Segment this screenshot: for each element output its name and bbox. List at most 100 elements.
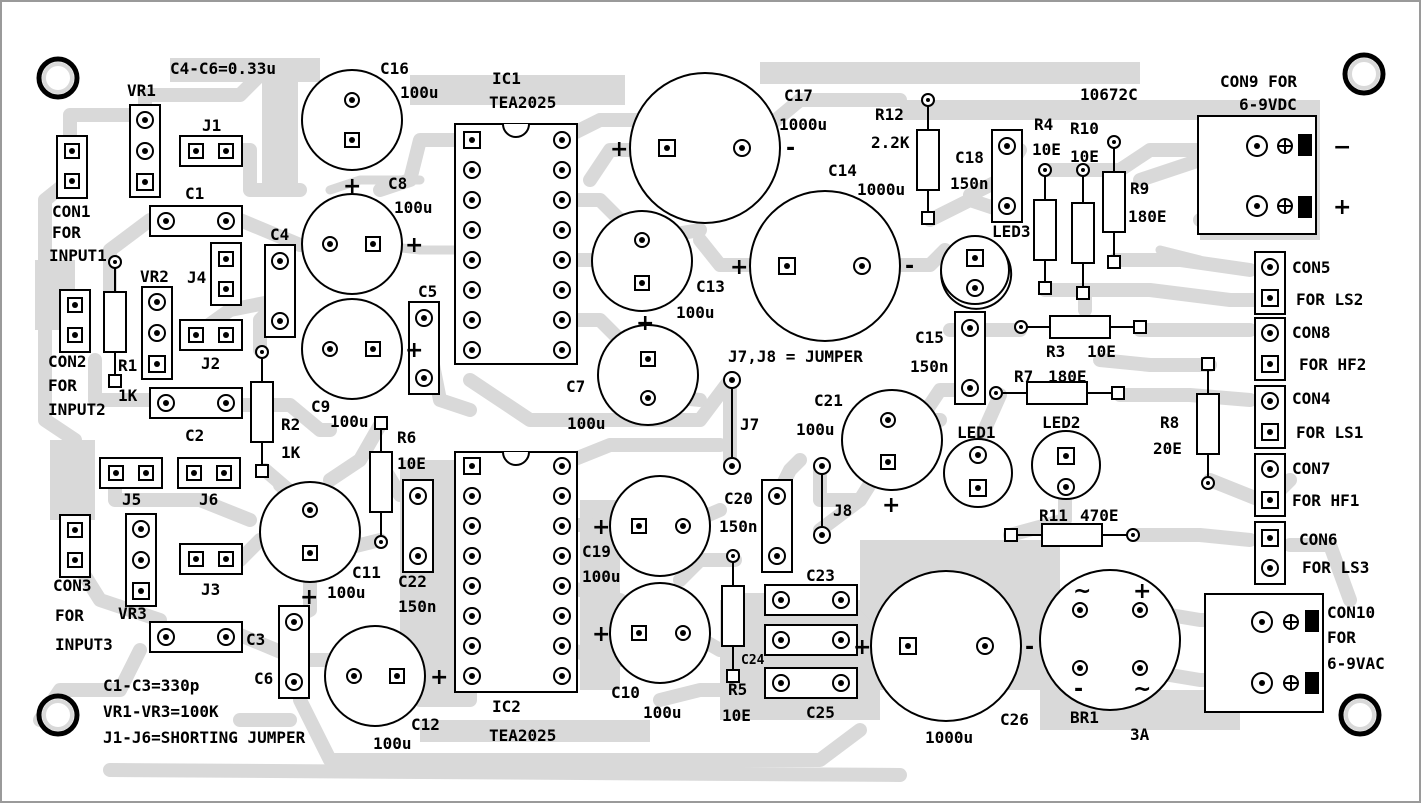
capacitor-c20 xyxy=(761,479,793,573)
jumper-j3 xyxy=(179,543,243,575)
mounting-hole-tr xyxy=(1342,52,1386,96)
capacitor-c19 xyxy=(609,475,711,577)
preset-vr3 xyxy=(125,513,157,607)
r8-ref: R8 xyxy=(1160,413,1179,432)
polarity-minus-c17: - xyxy=(786,136,795,161)
polarity-plus-c11: + xyxy=(300,585,318,610)
polarity-plus-c8: + xyxy=(405,233,423,258)
r5-ref: R5 xyxy=(728,680,747,699)
connector-con1 xyxy=(56,135,88,199)
capacitor-c2 xyxy=(149,387,243,419)
ic2-pin-hole xyxy=(559,643,565,649)
r9-value: 180E xyxy=(1128,207,1167,226)
r1-ref: R1 xyxy=(118,356,137,375)
ic1-pin-hole xyxy=(469,197,475,203)
r8-value: 20E xyxy=(1153,439,1182,458)
connector-con7 xyxy=(1254,453,1286,517)
j7-ref: J7 xyxy=(740,415,759,434)
mounting-hole-br xyxy=(1338,693,1382,737)
c2-ref: C2 xyxy=(185,426,204,445)
ic2-pin-hole xyxy=(469,643,475,649)
br1-ac-symbol-2: ~ xyxy=(1133,677,1151,702)
connector-con6 xyxy=(1254,521,1286,585)
con7-desc: FOR HF1 xyxy=(1292,491,1359,510)
ic1-pin-hole xyxy=(469,287,475,293)
ic2-pin-hole xyxy=(469,463,475,469)
note-vr1-vr3: VR1-VR3=100K xyxy=(103,702,219,721)
ic2-ref: IC2 xyxy=(492,697,521,716)
vr3-ref: VR3 xyxy=(118,604,147,623)
br1-ac-symbol-1: ~ xyxy=(1073,579,1091,604)
con8-ref: CON8 xyxy=(1292,323,1331,342)
polarity-plus-c17: + xyxy=(610,137,628,162)
c19-value: 100u xyxy=(582,567,621,586)
bridge-rectifier-br1 xyxy=(1039,569,1181,711)
c3-ref: C3 xyxy=(246,630,265,649)
jumper-j2 xyxy=(179,319,243,351)
mounting-hole-bl xyxy=(36,693,80,737)
connector-con5 xyxy=(1254,251,1286,315)
jumper-j8 xyxy=(813,457,831,544)
capacitor-c16 xyxy=(301,69,403,171)
ic1-pin-hole xyxy=(559,347,565,353)
ic1-pin-hole xyxy=(469,257,475,263)
br1-ref: BR1 xyxy=(1070,708,1099,727)
con1-ref: CON1 xyxy=(52,202,91,221)
c19-ref: C19 xyxy=(582,542,611,561)
ic2-pin-hole xyxy=(469,493,475,499)
ic1-pin-hole xyxy=(559,287,565,293)
capacitor-c21 xyxy=(841,389,943,491)
resistor-r1 xyxy=(103,255,127,388)
j3-ref: J3 xyxy=(201,580,220,599)
c22-value: 150n xyxy=(398,597,437,616)
c21-value: 100u xyxy=(796,420,835,439)
c25-ref: C25 xyxy=(806,703,835,722)
ic2-pin-hole xyxy=(559,523,565,529)
r6-value: 10E xyxy=(397,454,426,473)
polarity-plus-c21: + xyxy=(882,493,900,518)
r7-ref: R7 xyxy=(1014,367,1033,386)
con2-line1: FOR xyxy=(48,376,77,395)
ic1-pin-hole xyxy=(469,137,475,143)
r3-ref: R3 xyxy=(1046,342,1065,361)
capacitor-c17 xyxy=(629,72,781,224)
j1-ref: J1 xyxy=(202,116,221,135)
con10-line2: 6-9VAC xyxy=(1327,654,1385,673)
capacitor-c6 xyxy=(278,605,310,699)
c18-value: 150n xyxy=(950,174,989,193)
capacitor-c24 xyxy=(764,624,858,656)
polarity-plus-c7: + xyxy=(636,311,654,336)
ic2-pin-hole xyxy=(469,583,475,589)
capacitor-c18 xyxy=(991,129,1023,223)
ic1-part: TEA2025 xyxy=(489,93,556,112)
note-j1-j6: J1-J6=SHORTING JUMPER xyxy=(103,728,306,747)
c17-ref: C17 xyxy=(784,86,813,105)
r10-value: 10E xyxy=(1070,147,1099,166)
resistor-r4 xyxy=(1033,163,1057,295)
c11-ref: C11 xyxy=(352,563,381,582)
con4-desc: FOR LS1 xyxy=(1296,423,1363,442)
jumper-j6 xyxy=(177,457,241,489)
capacitor-c22 xyxy=(402,479,434,573)
ic2-pin-hole xyxy=(559,553,565,559)
con9-line1: CON9 FOR xyxy=(1220,72,1297,91)
right-connectors xyxy=(1254,251,1286,585)
connector-con4 xyxy=(1254,385,1286,449)
c17-value: 1000u xyxy=(779,115,827,134)
con4-ref: CON4 xyxy=(1292,389,1331,408)
c7-value: 100u xyxy=(567,414,606,433)
ic1-pin-hole xyxy=(559,167,565,173)
capacitor-c4 xyxy=(264,244,296,338)
con1-line2: INPUT1 xyxy=(49,246,107,265)
connector-con2 xyxy=(59,289,91,353)
c16-ref: C16 xyxy=(380,59,409,78)
ic2-pin-hole xyxy=(469,613,475,619)
capacitor-c12 xyxy=(324,625,426,727)
ic1-pin-hole xyxy=(559,317,565,323)
resistor-r8 xyxy=(1196,357,1220,490)
polarity-plus-c12: + xyxy=(430,665,448,690)
resistor-r12 xyxy=(916,93,940,225)
ic-pins xyxy=(463,131,571,685)
mounting-hole-tl xyxy=(36,56,80,100)
ic2-pin-hole xyxy=(469,523,475,529)
